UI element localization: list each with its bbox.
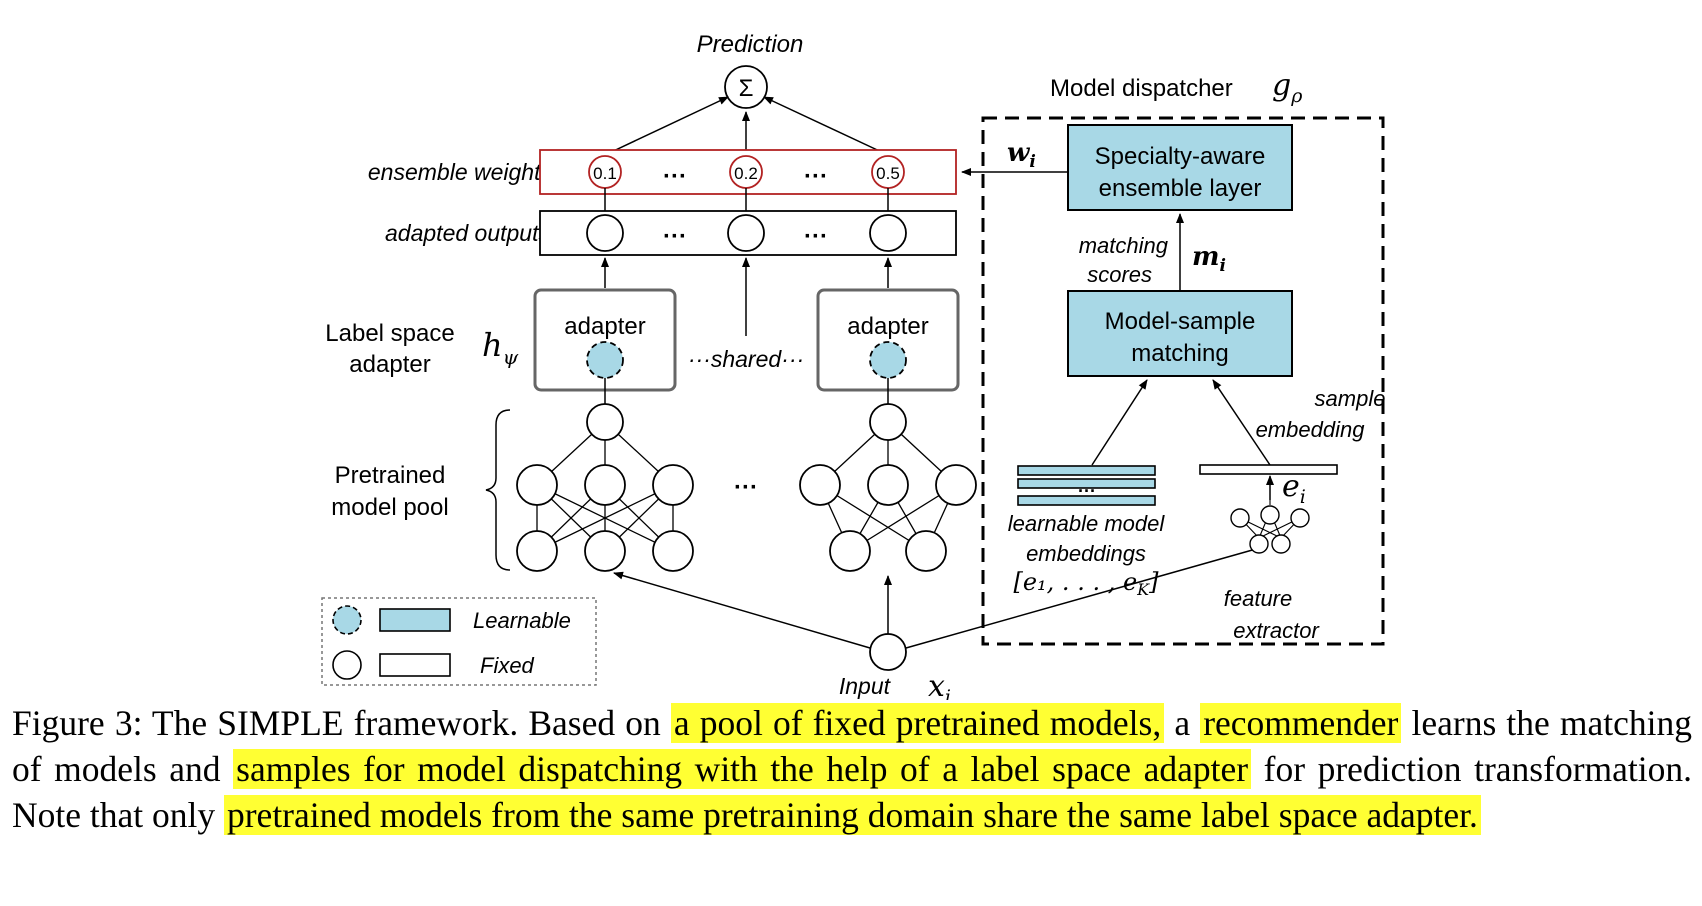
figure-caption: Figure 3: The SIMPLE framework. Based on… — [12, 700, 1692, 838]
caption-text-3: learns the matching of models and — [12, 703, 1692, 789]
caption-text-4: for prediction transformation. Note that… — [12, 749, 1692, 835]
dispatcher-box — [981, 116, 1385, 646]
pretrained-pool-label-line1: Pretrained — [335, 462, 446, 489]
ensemble-layer-label-line2: ensemble layer — [1099, 175, 1262, 202]
shared-label: ···shared··· — [688, 346, 804, 372]
model-sample-matching-box — [1067, 290, 1293, 377]
legend-fixed-label: Fixed — [480, 653, 535, 678]
adapter-learnable-node-2 — [869, 341, 907, 379]
feature-extractor-label-line2: extractor — [1233, 618, 1320, 643]
weight-value-3: 0.5 — [876, 164, 900, 183]
adapter-learnable-node-1 — [586, 341, 624, 379]
ensemble-weights-label: ensemble weights — [368, 159, 553, 185]
outputs-ellipsis-1: ··· — [663, 223, 687, 250]
sample-embedding-label-line1: sample — [1315, 386, 1386, 411]
matching-scores-label-line2: scores — [1087, 262, 1152, 287]
weights-ellipsis-2: ··· — [804, 163, 828, 190]
model-sample-matching-label-line2: matching — [1131, 340, 1228, 367]
simple-framework-diagram: Prediction Σ ensemble weights 0.1 0.2 0.… — [321, 31, 1386, 700]
input-label: Input — [839, 673, 892, 699]
sample-embedding-bar — [1199, 464, 1338, 475]
input-var: xi — [928, 669, 951, 700]
h-psi-symbol: hψ — [482, 326, 519, 369]
pool-ellipsis: ··· — [734, 474, 758, 501]
g-rho-symbol: gρ — [1272, 68, 1303, 107]
ensemble-layer-label-line1: Specialty-aware — [1095, 143, 1266, 170]
dispatcher-title: Model dispatcher — [1050, 75, 1233, 102]
sample-embedding-label-line2: embedding — [1256, 417, 1366, 442]
caption-highlight-3: samples for model dispatching with the h… — [233, 749, 1252, 789]
caption-text-1: Figure 3: The SIMPLE framework. Based on — [12, 703, 671, 743]
label-space-adapter-label-line2: adapter — [349, 351, 430, 378]
caption-highlight-2: recommender — [1200, 703, 1402, 743]
learnable-embeddings-label-line1: learnable model — [1008, 511, 1166, 536]
legend-learnable-label: Learnable — [473, 608, 571, 633]
matching-scores-label-line1: matching — [1079, 233, 1169, 258]
w-i-symbol: wi — [1007, 138, 1036, 172]
outputs-ellipsis-2: ··· — [804, 223, 828, 250]
feature-extractor-network — [1230, 500, 1310, 554]
feature-extractor-label-line1: feature — [1224, 586, 1293, 611]
adapter-label-1: adapter — [564, 313, 645, 340]
model-embedding-bar-3 — [1017, 495, 1156, 506]
learnable-embeddings-label-line2: embeddings — [1026, 541, 1146, 566]
pretrained-pool-label-line2: model pool — [331, 494, 448, 521]
caption-highlight-1: a pool of fixed pretrained models, — [670, 703, 1165, 743]
ensemble-layer-box — [1067, 124, 1293, 211]
label-space-adapter-label-line1: Label space — [325, 320, 454, 347]
legend-fixed-rect — [379, 653, 451, 677]
caption-highlight-4: pretrained models from the same pretrain… — [223, 795, 1481, 835]
pretrained-network-1 — [516, 403, 694, 572]
legend-learnable-rect — [379, 608, 451, 632]
pool-brace — [485, 409, 511, 571]
legend-fixed-node — [332, 650, 362, 680]
legend-box — [321, 597, 597, 686]
sigma-symbol: Σ — [739, 75, 754, 102]
caption-text-2: a — [1164, 703, 1201, 743]
pretrained-network-2 — [799, 403, 977, 572]
input-node — [869, 633, 907, 671]
model-embedding-bar-1 — [1017, 465, 1156, 476]
e-i-symbol: ei — [1282, 469, 1306, 508]
m-i-symbol: mi — [1192, 242, 1226, 276]
embedding-list: [e₁, . . . , eK] — [1013, 568, 1159, 599]
prediction-label: Prediction — [697, 31, 804, 58]
adapted-outputs-label: adapted outputs — [385, 220, 550, 246]
adapter-label-2: adapter — [847, 313, 928, 340]
sum-node — [724, 65, 768, 109]
weight-value-2: 0.2 — [734, 164, 758, 183]
weights-ellipsis-1: ··· — [663, 163, 687, 190]
weight-value-1: 0.1 — [593, 164, 617, 183]
legend-learnable-node — [332, 605, 362, 635]
model-sample-matching-label-line1: Model-sample — [1105, 308, 1256, 335]
model-embedding-bar-2 — [1017, 478, 1156, 489]
